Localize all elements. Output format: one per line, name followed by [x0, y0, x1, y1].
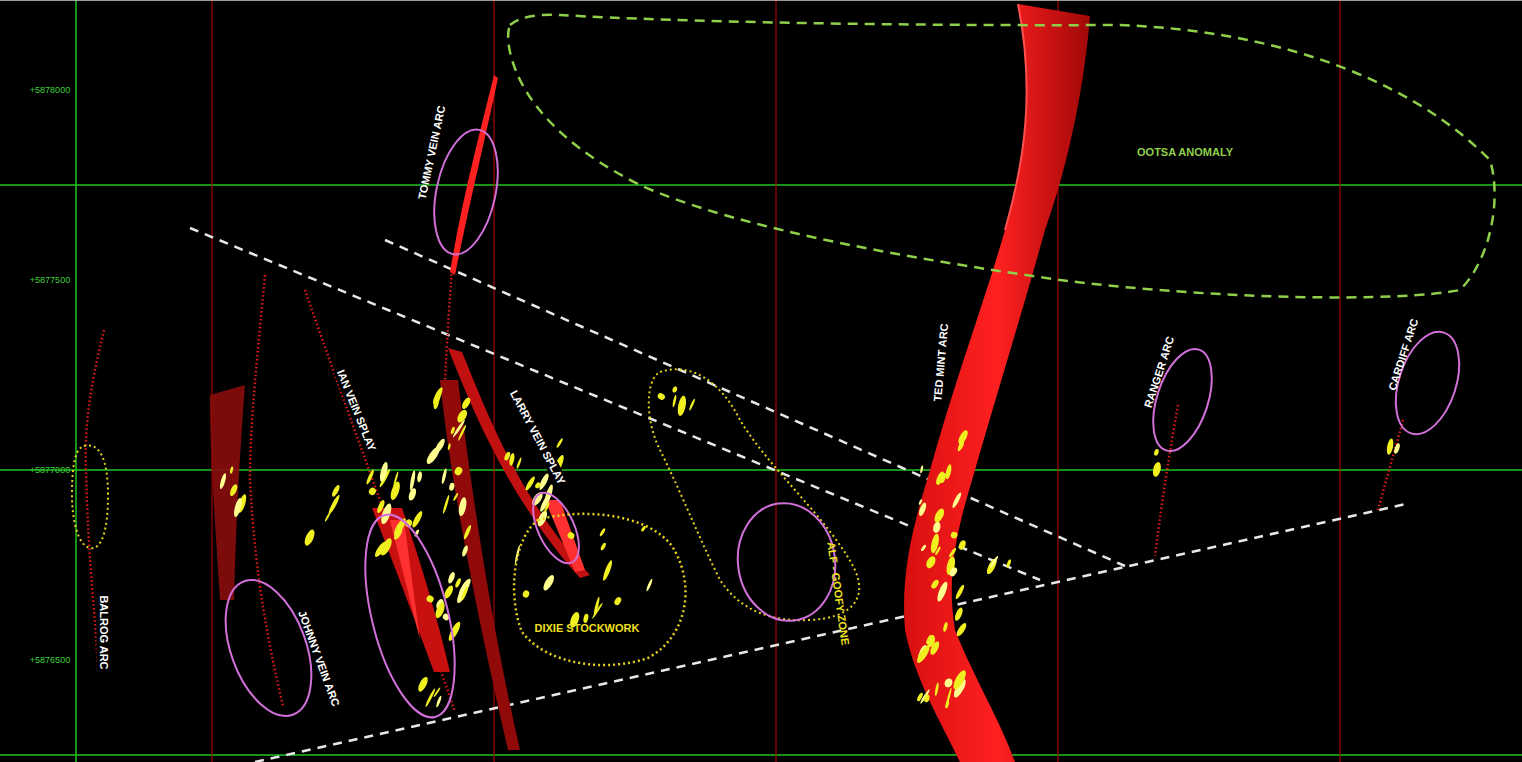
zone-ellipse: ALF - GOOFY ZONE	[728, 495, 844, 629]
zone-label: DIXIE STOCKWORK	[535, 622, 640, 635]
zone-outline: DIXIE STOCKWORK	[506, 506, 696, 670]
zone-label: CARDIFF ARC	[1386, 317, 1421, 392]
zone-ellipse: RANGER ARC	[1139, 340, 1224, 460]
coordinate-label: +5877000	[28, 465, 72, 476]
vein-label: LARRY VEIN SPLAY	[506, 386, 569, 488]
vein-label: BALROG ARC	[97, 593, 110, 671]
zone-label: JOHNNY VEIN ARC	[294, 609, 341, 708]
zone-shape	[500, 10, 1495, 310]
coordinate-label: +5877500	[28, 275, 72, 286]
zone-label: OOTSA ANOMALY	[1137, 146, 1233, 159]
zone-label: RANGER ARC	[1141, 335, 1176, 410]
zone-ellipse: JOHNNY VEIN ARC	[207, 567, 330, 730]
coordinate-label: +5876500	[28, 655, 72, 666]
zone-outline: OOTSA ANOMALY	[500, 10, 1495, 310]
zone-shape	[506, 506, 696, 670]
vein-surfaces	[210, 4, 1090, 762]
vein-label: IAN VEIN SPLAY	[333, 366, 379, 455]
zone-ellipse: CARDIFF ARC	[1382, 322, 1473, 444]
vein-label: TED MINT ARC	[931, 320, 951, 403]
vein-stringers	[219, 386, 1401, 709]
zone-label: TOMMY VEIN ARC	[415, 104, 448, 200]
zone-ellipse: TOMMY VEIN ARC	[422, 122, 510, 262]
coordinate-label: +5878000	[28, 85, 72, 96]
zone-outlines	[72, 369, 859, 726]
vein-traces	[86, 270, 1403, 712]
fault-lines	[190, 228, 1410, 762]
zone-label: ALF - GOOFY ZONE	[823, 541, 850, 646]
